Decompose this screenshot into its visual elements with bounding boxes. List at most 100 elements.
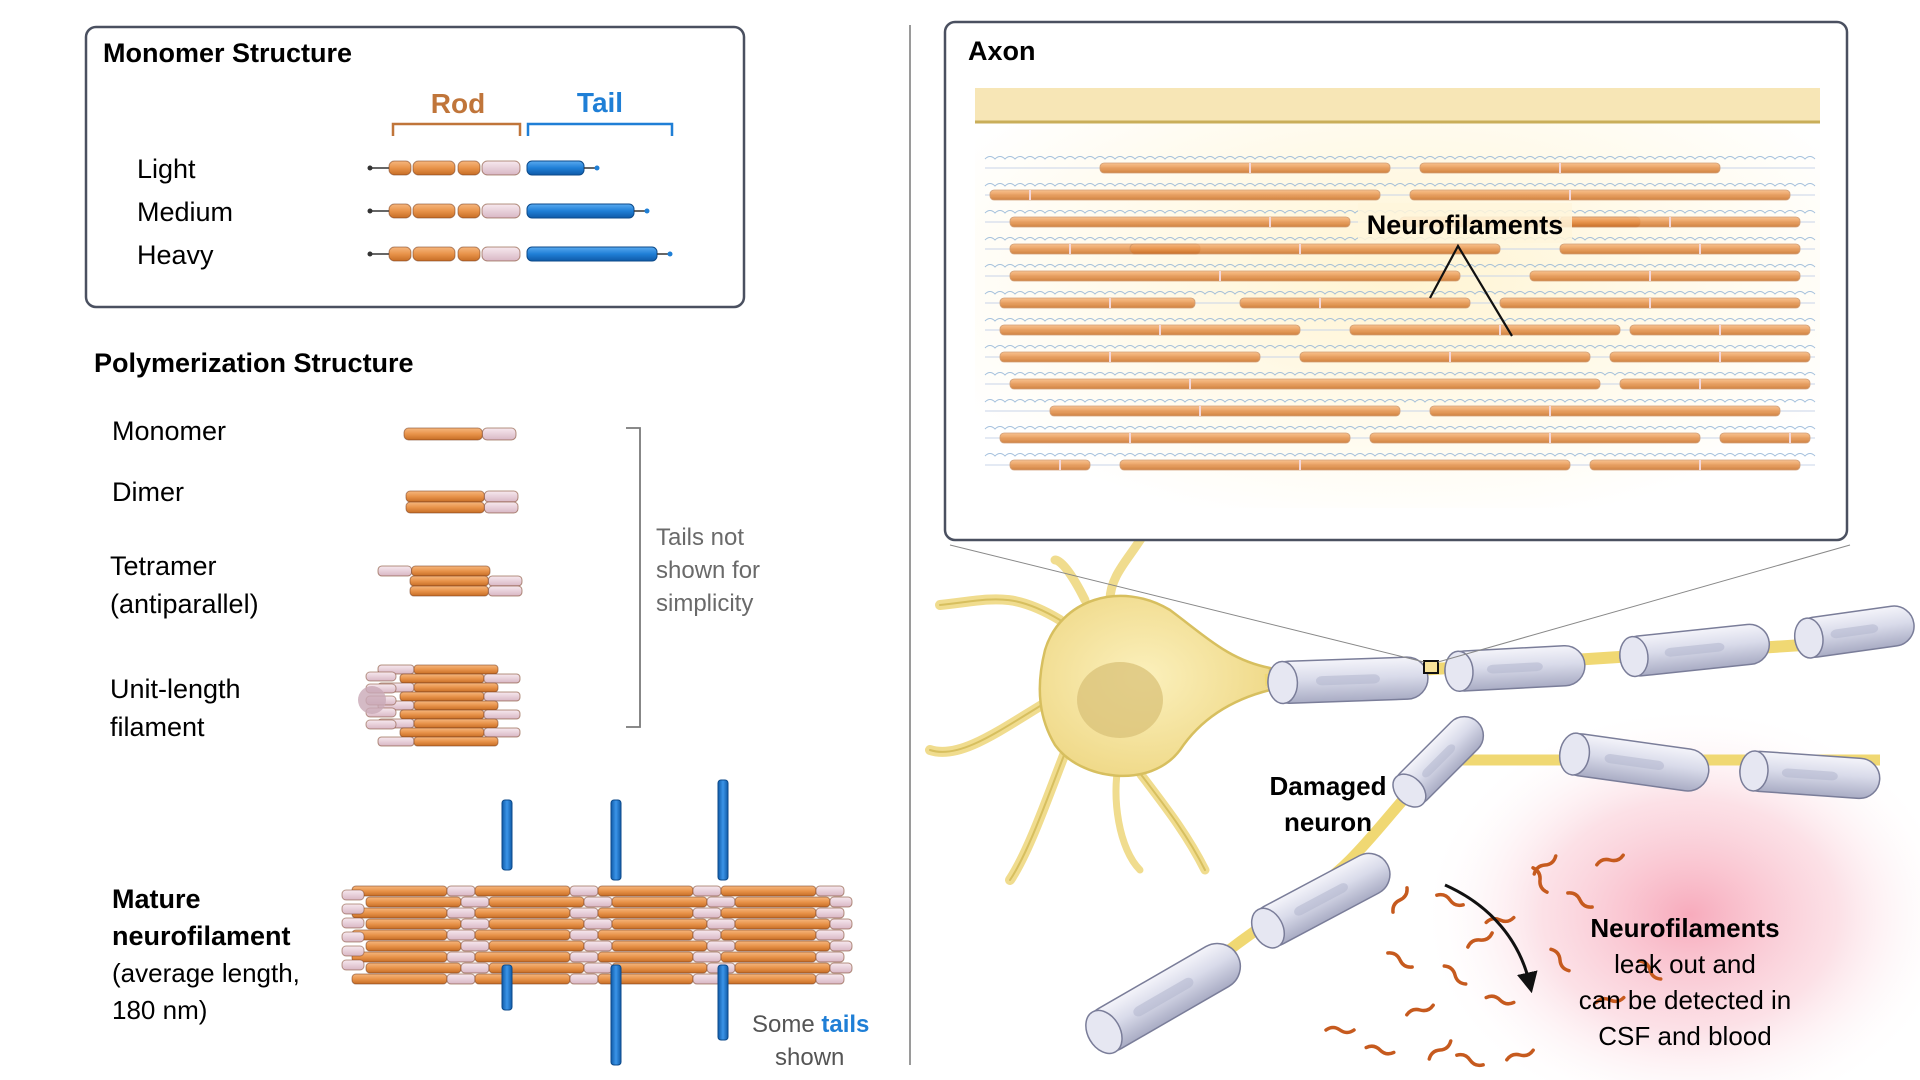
head-end [367,251,373,257]
upper-tail-0 [501,799,513,871]
mature-segment [815,973,845,985]
axon-filament [1349,324,1621,336]
myelin-highlight [1604,754,1665,771]
rod-coil-2a [457,246,481,262]
myelin-9 [1085,942,1242,1055]
mature-segment [815,885,845,897]
leak-title: Neurofilaments [1590,913,1779,943]
rod-coil-1a [388,203,412,219]
monomer-diagrams [367,160,673,262]
neurofilaments-pointer [1429,243,1513,337]
rod-coil-2a [457,160,481,176]
axon-filament [999,324,1301,336]
axon-filament [1009,459,1091,471]
mature-label-line1: Mature [112,884,201,914]
monomer-diagram-2 [367,246,673,262]
ulf-strand-1 [399,673,521,684]
stage-monomer-label: Monomer [112,416,226,446]
mature-segment [569,885,599,897]
fragment-stroke [1484,994,1516,1006]
lower-tail-1 [610,964,622,1066]
rod-orange [405,490,485,503]
myelin-2 [1444,644,1586,693]
leaked-neurofilament-fragments [1324,853,1663,1068]
fragment-12 [1364,1044,1396,1056]
mature-segment [351,951,448,963]
mature-segment [815,929,845,941]
mature-end-left [341,959,365,971]
mature-segment [597,907,694,919]
rod-coil-1b [412,203,456,219]
mature-segment [597,951,694,963]
ulf-strand-3 [399,691,521,702]
mature-segment [583,918,613,930]
mature-label-line4: 180 nm) [112,995,207,1025]
poly-tetramer-c [409,585,523,597]
rod-orange [409,575,489,587]
mature-segment [569,907,599,919]
mature-segment [488,940,585,952]
fragment-15 [1324,1025,1356,1035]
filament-sidearms [984,264,1816,268]
fragment-stroke [1549,947,1571,973]
filament-sidearms [984,345,1816,349]
poly-unit-length-filament [358,664,521,747]
myelin-end [1267,660,1299,705]
rod-orange [399,691,485,702]
fragment-16 [1484,915,1516,925]
lower-tail-0 [501,964,513,1011]
filament-sidearms [984,156,1816,160]
neuron-illustration: Damaged neuron Neurofilaments leak out a… [925,515,1920,1080]
fragment-7 [1595,853,1625,867]
mature-segment [474,973,571,985]
fragment-13 [1505,1048,1535,1062]
mature-segment [488,918,585,930]
tail-end [644,208,650,214]
rod-orange [405,501,485,514]
tail-end [594,165,600,171]
mature-segment [734,918,831,930]
axon-filament [1369,432,1701,444]
fragment-stroke [1484,915,1516,925]
mature-segment [446,951,476,963]
mature-label-line3: (average length, [112,958,300,988]
axon-filament [1529,270,1801,282]
mature-segment [734,962,831,974]
mature-segment [365,896,462,908]
neurofilaments-label: Neurofilaments [1367,210,1564,240]
ulf-end-cap [358,686,386,714]
neuron-dendrites-outline [929,598,1206,881]
leak-line3: CSF and blood [1598,1021,1771,1051]
fragment-8 [1549,947,1571,973]
mature-segment [460,896,490,908]
tails-note-line2: shown [775,1044,844,1071]
poly-monomer [403,427,517,441]
zoom-line-right [1437,544,1851,663]
myelin-highlight [1486,662,1543,674]
tails-note-line1: Some tails [752,1011,869,1038]
mature-segment [474,885,571,897]
fragment-stroke [1442,964,1468,986]
fragment-stroke [1324,1025,1356,1035]
mature-segment [569,973,599,985]
poly-dimer-a [405,490,519,503]
tails-note-highlight: tails [821,1011,869,1038]
mature-segment [720,885,817,897]
mature-segment [692,973,722,985]
filament-sidearms [984,426,1816,430]
rod-orange [409,585,489,597]
filament-label-backdrop [1358,203,1572,243]
mature-segment [720,973,817,985]
mature-segment [474,907,571,919]
stage-dimer-label: Dimer [112,477,184,507]
rod-label: Rod [431,88,485,119]
stage-ulf-label: Unit-length [110,674,241,704]
myelin-highlight [1294,883,1348,916]
stage-ulf-sublabel: filament [110,712,205,742]
fragment-stroke [1435,892,1465,908]
upper-tail-2 [717,779,729,881]
fragment-19 [1391,886,1409,914]
myelin-3 [1619,623,1771,678]
fragment-4 [1405,1003,1435,1017]
